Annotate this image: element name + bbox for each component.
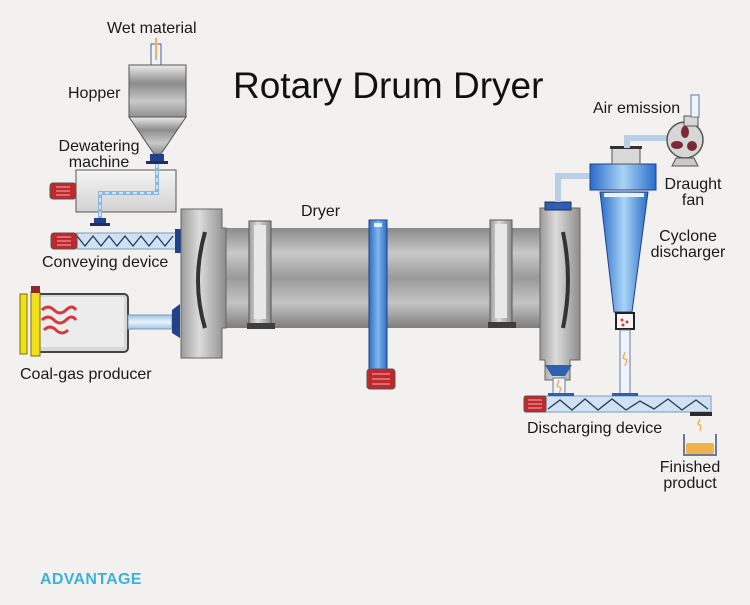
fan-blade-icon — [671, 126, 697, 151]
label-draught-line2: fan — [681, 192, 705, 209]
feed-end-housing — [180, 208, 227, 359]
discharging-device — [523, 377, 712, 432]
advantage-heading-link[interactable]: ADVANTAGE — [40, 571, 142, 588]
drive-motor — [366, 368, 396, 390]
draught-fan — [666, 94, 704, 167]
rotary-drum — [180, 201, 581, 390]
label-draught-fan: Draught fan — [660, 177, 726, 209]
label-dewatering-machine: Dewatering machine — [54, 139, 144, 171]
label-conveying-device: Conveying device — [42, 254, 169, 271]
label-air-emission: Air emission — [593, 100, 681, 117]
fan-duct — [624, 135, 670, 148]
label-dryer: Dryer — [301, 203, 341, 220]
wet-material-inlet — [150, 38, 162, 67]
exhaust-duct — [555, 173, 590, 202]
label-cyclone-line1: Cyclone — [659, 228, 717, 245]
label-coal-gas-producer: Coal-gas producer — [20, 366, 152, 383]
label-draught-line1: Draught — [664, 176, 722, 193]
riding-ring-right — [488, 219, 516, 328]
discharging-motor — [523, 395, 547, 413]
hopper — [128, 64, 187, 164]
label-cyclone-line2: discharger — [650, 244, 726, 261]
label-finished-line2: product — [663, 475, 717, 492]
dewatering-motor — [49, 182, 77, 200]
label-dewatering-line2: machine — [68, 154, 130, 171]
label-hopper: Hopper — [68, 85, 121, 102]
discharge-end-housing — [539, 201, 581, 381]
flame-icon — [40, 305, 78, 335]
girth-gear — [368, 219, 388, 371]
label-cyclone-discharger: Cyclone discharger — [646, 229, 730, 261]
label-dewatering-line1: Dewatering — [58, 138, 140, 155]
label-finished-product: Finished product — [654, 460, 726, 492]
riding-ring-left — [247, 220, 275, 329]
label-wet-material: Wet material — [107, 20, 197, 37]
coal-gas-producer — [19, 286, 180, 357]
label-finished-line1: Finished — [659, 459, 721, 476]
label-discharging-device: Discharging device — [527, 420, 663, 437]
conveying-device — [50, 229, 181, 253]
dewatering-machine — [49, 164, 177, 226]
finished-product-bin — [683, 434, 717, 456]
diagram-title: Rotary Drum Dryer — [233, 65, 544, 106]
conveying-motor — [50, 232, 78, 250]
cyclone-discharger — [589, 146, 657, 397]
